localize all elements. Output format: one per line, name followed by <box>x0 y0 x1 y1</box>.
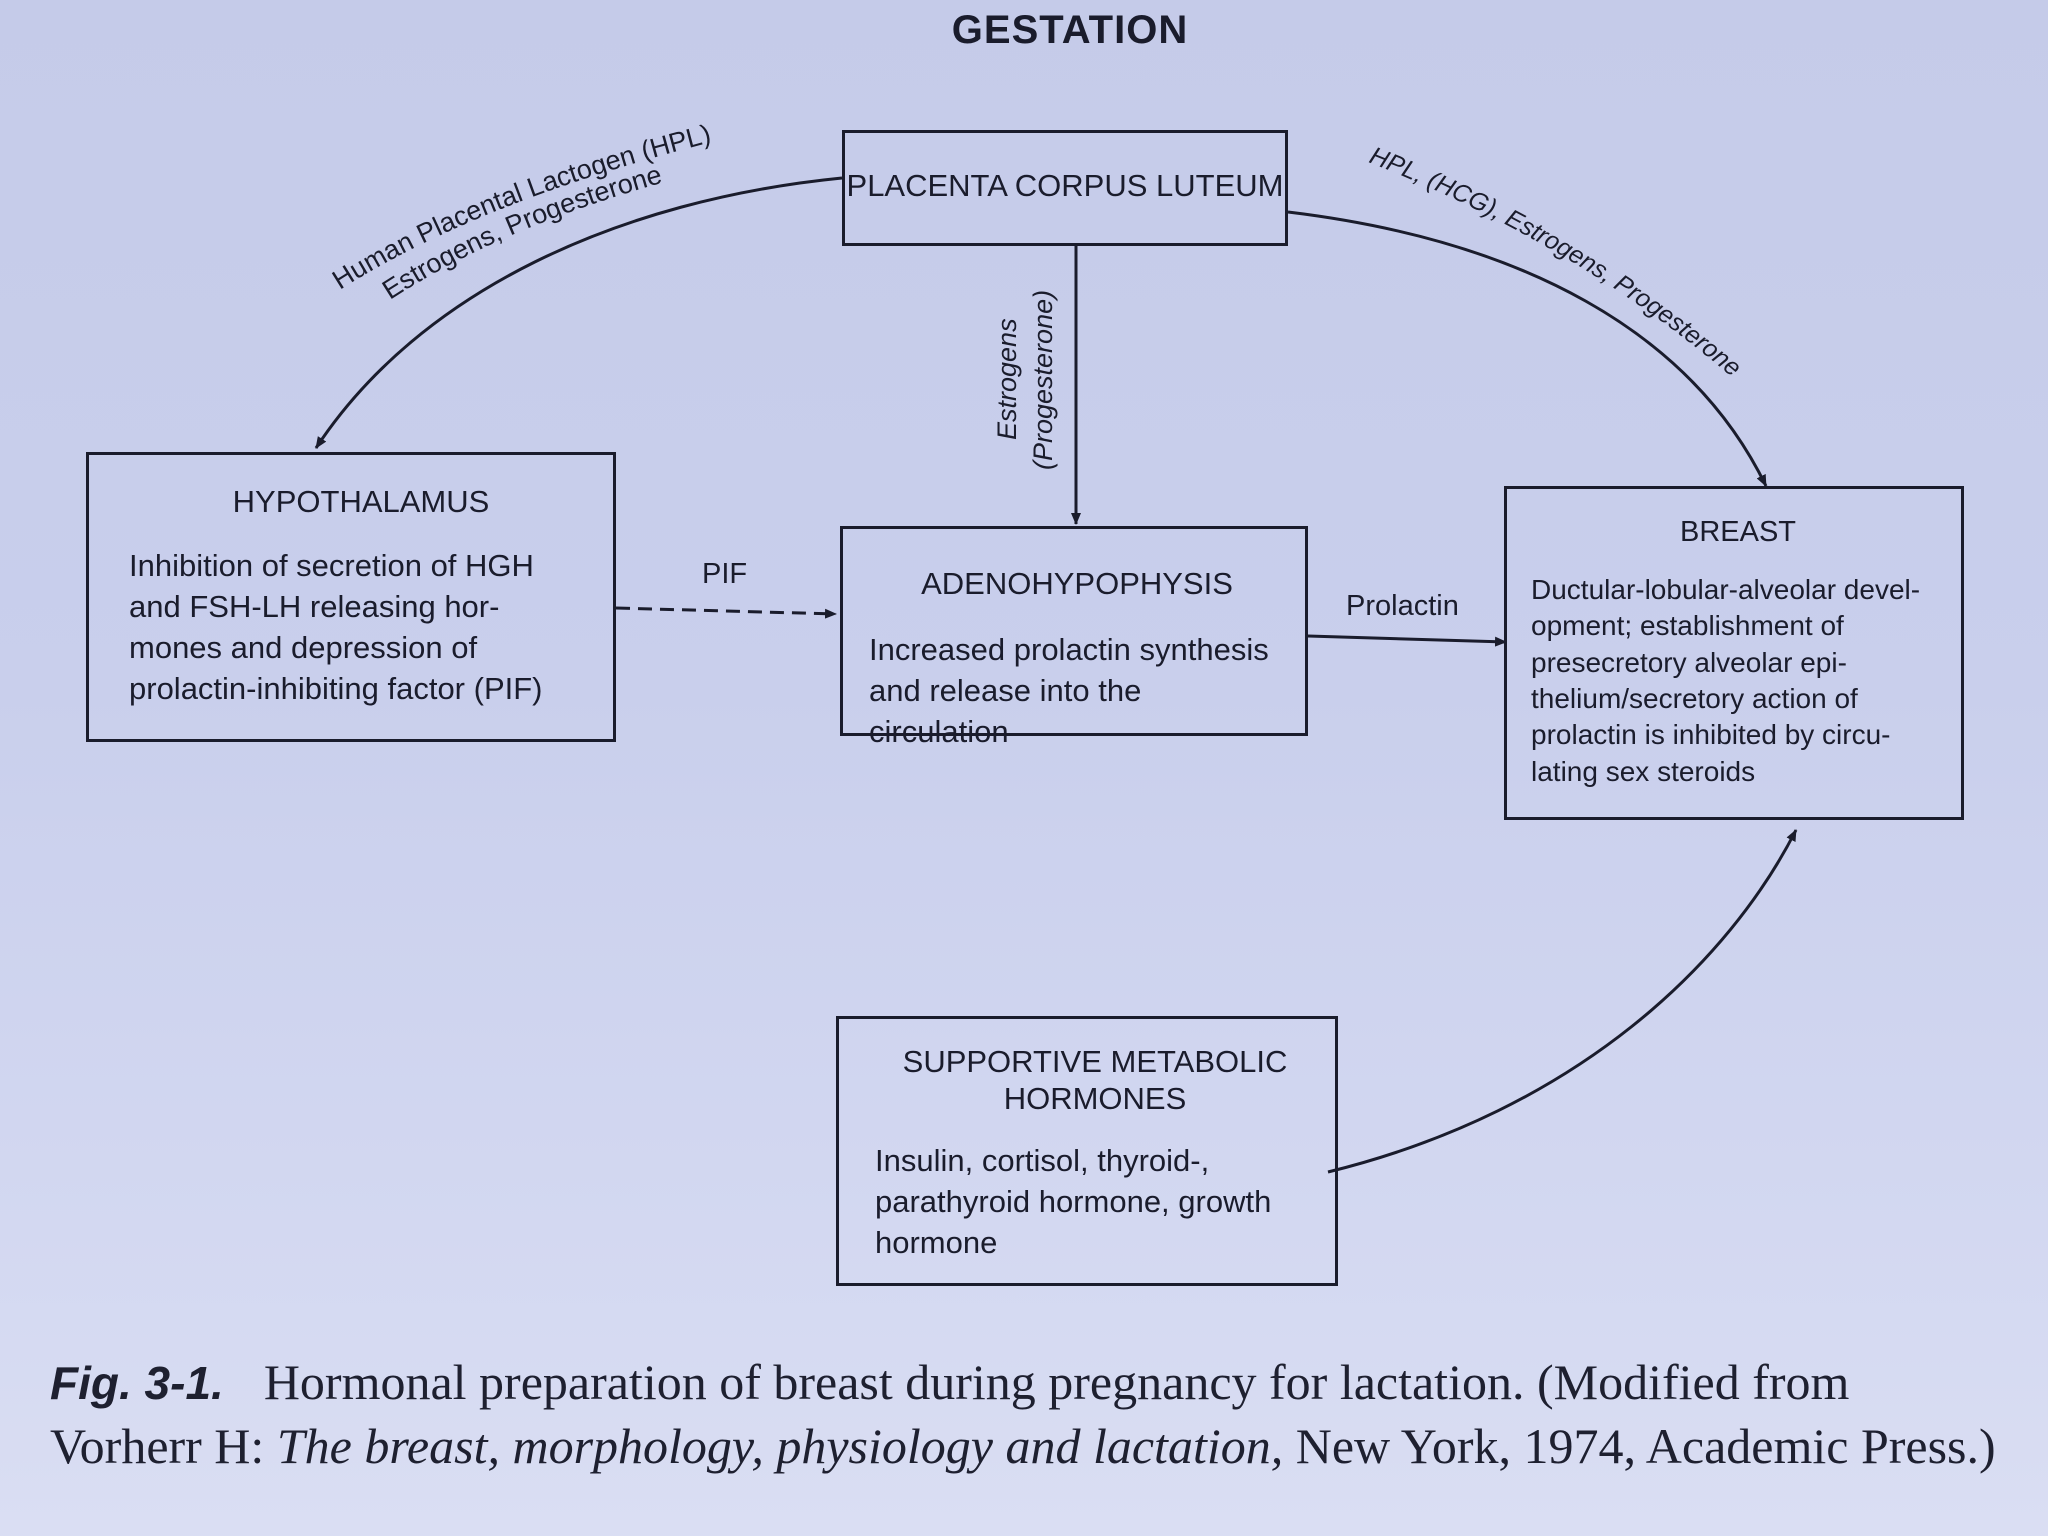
breast-line: thelium/secretory action of <box>1531 682 1858 714</box>
hypothalamus-line: and FSH-LH releasing hor- <box>129 589 500 625</box>
arrow-supportive-to-breast <box>1327 829 1798 1174</box>
node-adenohypophysis: ADENOHYPOPHYSIS Increased prolactin synt… <box>840 526 1308 749</box>
node-placenta-corpus-luteum: PLACENTA CORPUS LUTEUM <box>842 130 1288 246</box>
placenta-title: PLACENTA CORPUS LUTEUM <box>846 168 1284 203</box>
breast-line: prolactin is inhibited by circu- <box>1531 719 1891 751</box>
caption-book-title: The breast, morphology, physiology and l… <box>276 1418 1284 1474</box>
diagram-title: GESTATION <box>951 8 1189 52</box>
breast-line: opment; establishment of <box>1531 610 1844 642</box>
hypothalamus-title: HYPOTHALAMUS <box>232 484 490 519</box>
caption-text: Hormonal preparation of breast during pr… <box>50 1354 1850 1474</box>
label-hcg: HPL, (HCG), Estrogens, Progesterone <box>1366 142 1747 383</box>
adenohypophysis-line: and release into the circulation <box>869 673 1142 749</box>
breast-text: Ductular-lobular-alveolar devel- opment;… <box>1531 572 1945 790</box>
hypothalamus-line: prolactin-inhibiting factor (PIF) <box>129 670 543 706</box>
node-breast: BREAST Ductular-lobular-alveolar devel- … <box>1504 486 1964 820</box>
caption-publisher: New York, 1974, Academic Press.) <box>1283 1418 1996 1474</box>
adenohypophysis-text: Increased prolactin synthesis and releas… <box>869 630 1285 753</box>
breast-line: presecretory alveolar epi- <box>1531 646 1847 678</box>
node-hypothalamus: HYPOTHALAMUS Inhibition of secretion of … <box>86 452 616 742</box>
supportive-line: Insulin, cortisol, thyroid-, <box>875 1143 1210 1179</box>
node-supportive-metabolic-hormones: SUPPORTIVE METABOLIC HORMONES Insulin, c… <box>836 1016 1338 1286</box>
arrow-pif-dashed <box>615 606 837 619</box>
arrow-prolactin <box>1307 634 1507 647</box>
label-progesterone: (Progesterone) <box>1028 290 1058 470</box>
breast-line: Ductular-lobular-alveolar devel- <box>1531 573 1921 605</box>
breast-line: lating sex steroids <box>1531 755 1756 787</box>
supportive-line: parathyroid hormone, growth <box>875 1184 1272 1220</box>
arrow-placenta-to-hypothalamus <box>314 176 843 449</box>
supportive-line: hormone <box>875 1225 998 1261</box>
breast-title: BREAST <box>1679 516 1797 548</box>
caption-label: Fig. 3-1. <box>50 1357 224 1409</box>
figure-caption: Fig. 3-1.Hormonal preparation of breast … <box>50 1350 2010 1478</box>
label-prolactin: Prolactin <box>1346 590 1459 622</box>
adenohypophysis-line: Increased prolactin synthesis <box>869 632 1269 668</box>
label-estrogens: Estrogens <box>992 318 1022 440</box>
label-pif: PIF <box>702 558 748 590</box>
supportive-title: SUPPORTIVE METABOLIC HORMONES <box>875 1043 1315 1117</box>
label-estrogens-vertical: Estrogens (Progesterone) <box>992 290 1058 470</box>
supportive-title-line: SUPPORTIVE METABOLIC <box>902 1044 1288 1079</box>
supportive-title-line: HORMONES <box>1003 1081 1187 1117</box>
hypothalamus-text: Inhibition of secretion of HGH and FSH-L… <box>129 546 593 710</box>
adenohypophysis-title: ADENOHYPOPHYSIS <box>921 566 1233 601</box>
arrow-placenta-to-breast <box>1287 210 1768 487</box>
label-hcg-text: HPL, (HCG), Estrogens, Progesterone <box>1366 142 1747 383</box>
hypothalamus-line: Inhibition of secretion of HGH <box>129 548 534 584</box>
hypothalamus-line: mones and depression of <box>129 630 478 665</box>
supportive-text: Insulin, cortisol, thyroid-, parathyroid… <box>875 1141 1315 1264</box>
